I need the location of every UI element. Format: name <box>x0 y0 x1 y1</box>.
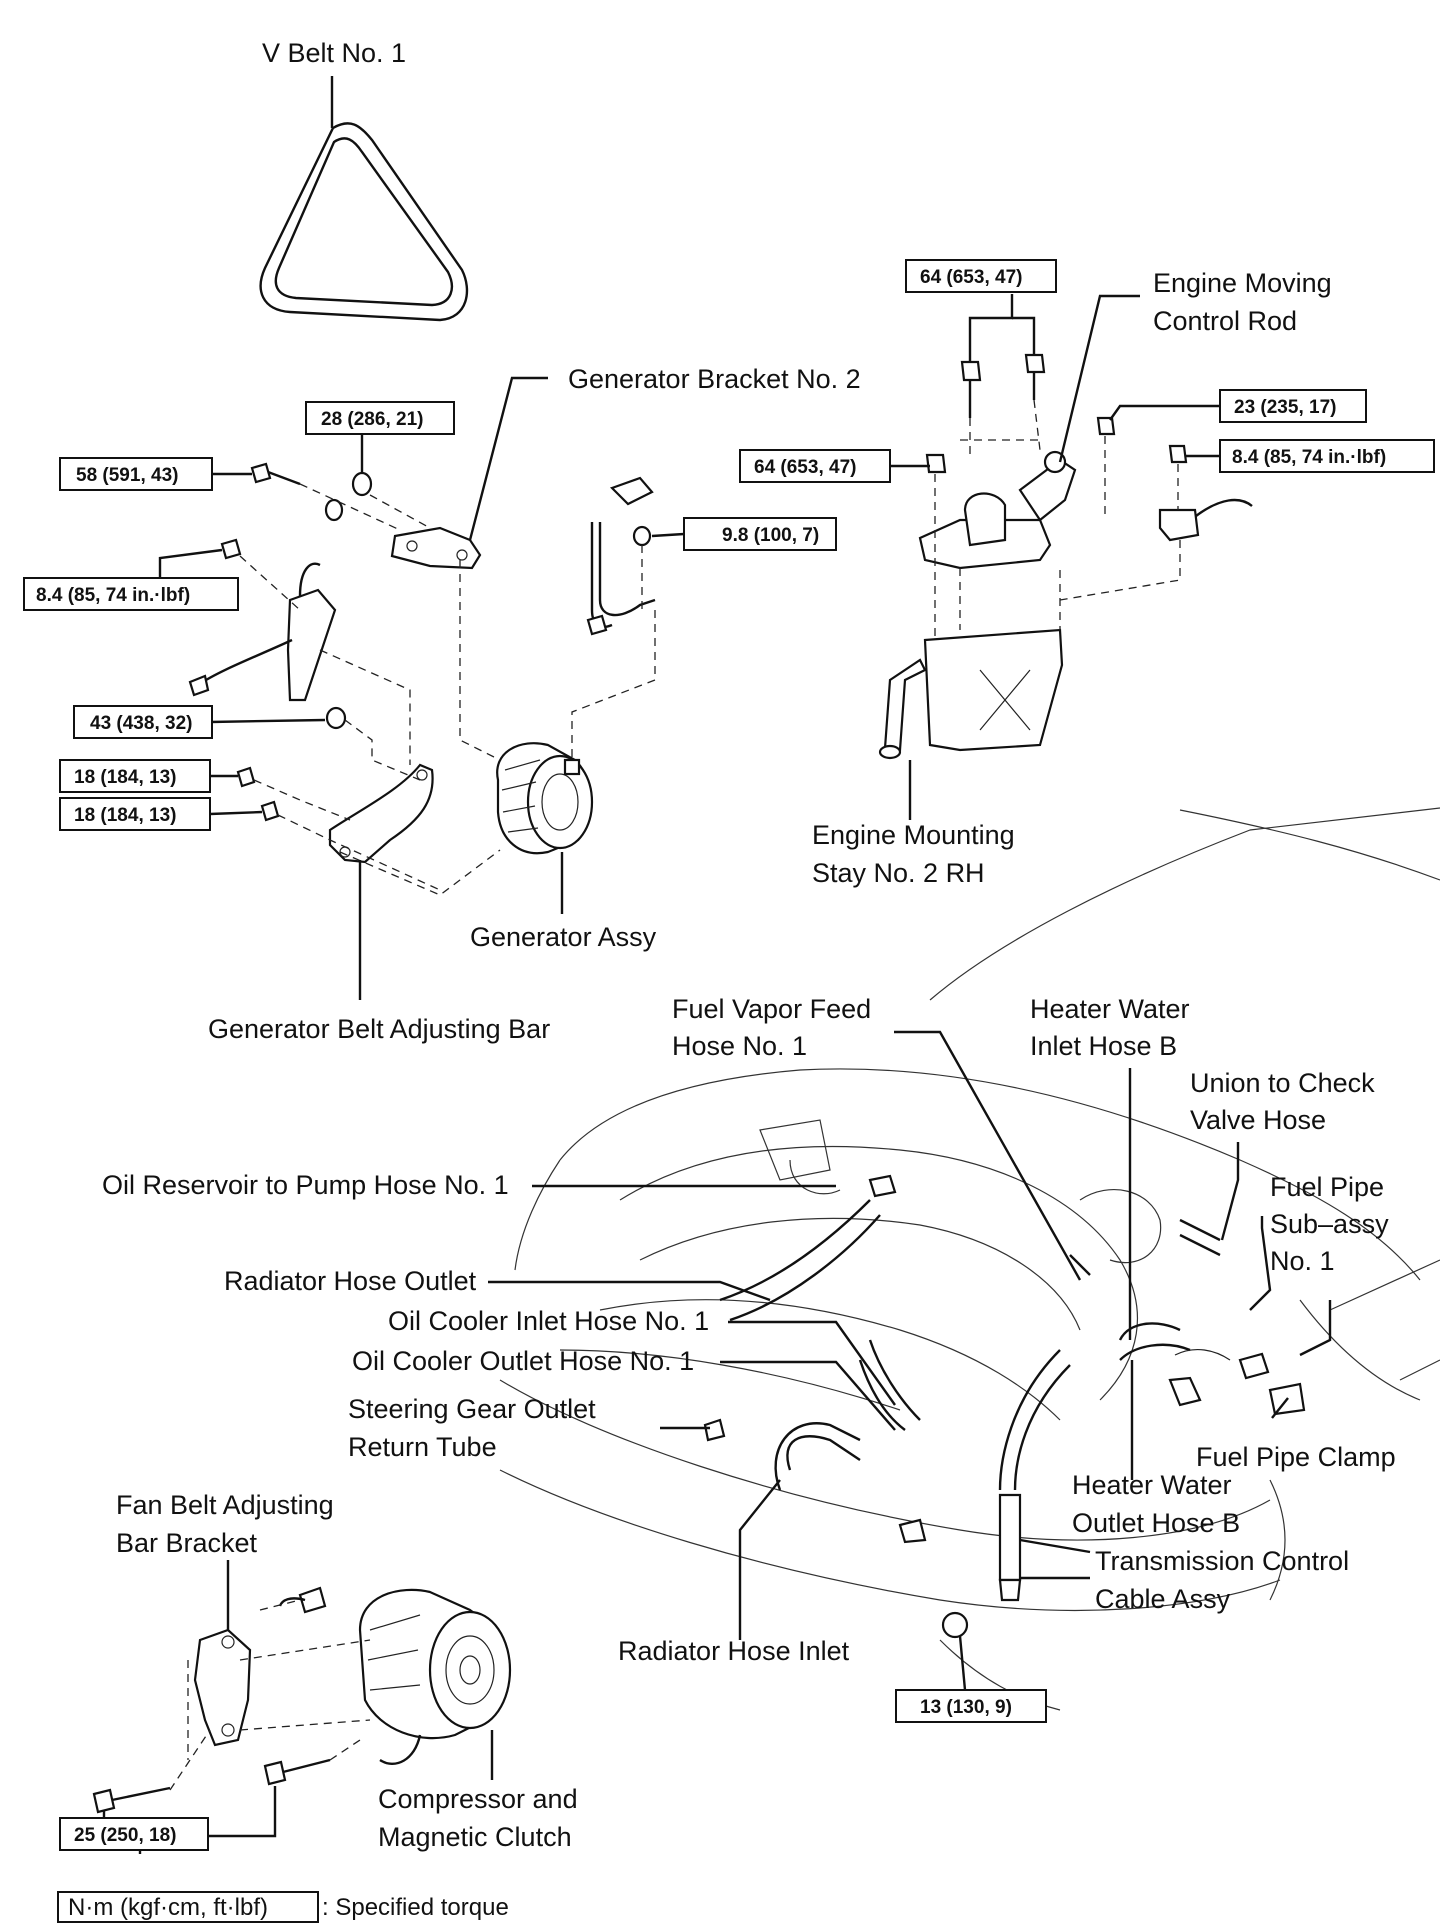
label-engine-mounting-stay-1: Engine Mounting <box>812 820 1015 850</box>
compressor-illustration <box>278 1586 512 1765</box>
engine-mounting-stay-illustration <box>878 628 1064 760</box>
label-steering-return-2: Return Tube <box>348 1432 497 1462</box>
engine-block-outline <box>559 1119 1162 1421</box>
label-fan-belt-bracket-2: Bar Bracket <box>116 1528 258 1558</box>
generator-bolts <box>220 462 652 822</box>
engine-mount-bolts <box>925 353 1188 474</box>
label-oil-cooler-inlet: Oil Cooler Inlet Hose No. 1 <box>388 1306 709 1336</box>
label-v-belt: V Belt No. 1 <box>262 38 406 68</box>
label-engine-moving-rod-2: Control Rod <box>1153 306 1297 336</box>
label-fuel-vapor-1: Fuel Vapor Feed <box>672 994 871 1024</box>
torque-box-64-left: 64 (653, 47) <box>739 449 891 483</box>
legend-unit-box-text: N·m (kgf·cm, ft·lbf) <box>68 1894 268 1921</box>
engine-mount-sensor-illustration <box>1158 498 1253 542</box>
svg-text:18 (184, 13): 18 (184, 13) <box>74 767 176 788</box>
label-heater-outlet-1: Heater Water <box>1072 1470 1232 1500</box>
engine-bay-small-parts <box>703 1174 1306 1639</box>
svg-text:8.4 (85, 74 in.·lbf): 8.4 (85, 74 in.·lbf) <box>36 585 190 606</box>
label-heater-inlet-1: Heater Water <box>1030 994 1190 1024</box>
label-heater-inlet-2: Inlet Hose B <box>1030 1031 1177 1061</box>
svg-text:64 (653, 47): 64 (653, 47) <box>920 267 1022 288</box>
engine-mount-assembly-lines <box>934 399 1181 640</box>
torque-legend: N·m (kgf·cm, ft·lbf) : Specified torque <box>57 1891 509 1923</box>
svg-text:58 (591, 43): 58 (591, 43) <box>76 465 178 486</box>
torque-box-13: 13 (130, 9) <box>895 1689 1047 1723</box>
generator-wire-bracket-illustration <box>188 562 337 702</box>
label-fuel-pipe-clamp: Fuel Pipe Clamp <box>1196 1442 1396 1472</box>
torque-box-43: 43 (438, 32) <box>73 705 213 739</box>
svg-text:28 (286, 21): 28 (286, 21) <box>321 409 423 430</box>
vehicle-body-outline <box>499 807 1440 1711</box>
torque-box-64-top: 64 (653, 47) <box>905 259 1057 293</box>
label-fan-belt-bracket-1: Fan Belt Adjusting <box>116 1490 334 1520</box>
generator-assembly-lines <box>239 483 656 896</box>
torque-box-8-4-right: 8.4 (85, 74 in.·lbf) <box>1219 439 1435 473</box>
label-radiator-inlet: Radiator Hose Inlet <box>618 1636 850 1666</box>
generator-assy-illustration <box>496 742 594 855</box>
engine-moving-control-rod-illustration <box>918 450 1077 570</box>
label-oil-reservoir: Oil Reservoir to Pump Hose No. 1 <box>102 1170 509 1200</box>
label-transmission-cable-2: Cable Assy <box>1095 1584 1231 1614</box>
label-fuel-pipe-1: Fuel Pipe <box>1270 1172 1384 1202</box>
label-transmission-cable-1: Transmission Control <box>1095 1546 1349 1576</box>
label-union-check-2: Valve Hose <box>1190 1105 1326 1135</box>
label-fuel-vapor-2: Hose No. 1 <box>672 1031 807 1061</box>
label-generator-bracket: Generator Bracket No. 2 <box>568 364 861 394</box>
torque-box-58: 58 (591, 43) <box>59 457 213 491</box>
label-heater-outlet-2: Outlet Hose B <box>1072 1508 1240 1538</box>
engine-mount-leader-lines <box>890 294 1220 820</box>
generator-bracket-illustration <box>390 526 482 570</box>
hoses-illustration <box>719 1199 1221 1491</box>
engine-bay-leader-lines <box>488 1030 1332 1691</box>
torque-box-18-a: 18 (184, 13) <box>59 759 211 793</box>
fan-belt-bracket-illustration <box>193 1628 252 1747</box>
svg-text:43 (438, 32): 43 (438, 32) <box>90 713 192 734</box>
legend-description: : Specified torque <box>322 1894 509 1921</box>
compressor-assembly-lines <box>169 1599 371 1791</box>
svg-text:64 (653, 47): 64 (653, 47) <box>754 457 856 478</box>
svg-text:8.4 (85, 74 in.·lbf): 8.4 (85, 74 in.·lbf) <box>1232 447 1386 468</box>
label-radiator-outlet: Radiator Hose Outlet <box>224 1266 477 1296</box>
label-union-check-1: Union to Check <box>1190 1068 1375 1098</box>
label-engine-moving-rod-1: Engine Moving <box>1153 268 1332 298</box>
torque-box-25: 25 (250, 18) <box>59 1817 209 1851</box>
torque-box-8-4-left: 8.4 (85, 74 in.·lbf) <box>23 577 239 611</box>
label-fuel-pipe-3: No. 1 <box>1270 1246 1335 1276</box>
compressor-bolts <box>92 1758 331 1814</box>
label-engine-mounting-stay-2: Stay No. 2 RH <box>812 858 985 888</box>
svg-text:23 (235, 17): 23 (235, 17) <box>1234 397 1336 418</box>
svg-text:25 (250, 18): 25 (250, 18) <box>74 1825 176 1846</box>
label-oil-cooler-outlet: Oil Cooler Outlet Hose No. 1 <box>352 1346 694 1376</box>
svg-text:13 (130, 9): 13 (130, 9) <box>920 1697 1012 1718</box>
label-compressor-1: Compressor and <box>378 1784 578 1814</box>
label-generator-assy: Generator Assy <box>470 922 657 952</box>
torque-box-9-8: 9.8 (100, 7) <box>683 517 837 551</box>
torque-box-28: 28 (286, 21) <box>305 401 455 435</box>
label-fuel-pipe-2: Sub–assy <box>1270 1209 1389 1239</box>
svg-text:9.8 (100, 7): 9.8 (100, 7) <box>722 525 819 546</box>
torque-box-23: 23 (235, 17) <box>1219 389 1367 423</box>
label-steering-return-1: Steering Gear Outlet <box>348 1394 596 1424</box>
generator-leader-lines <box>158 376 685 1000</box>
svg-text:18 (184, 13): 18 (184, 13) <box>74 805 176 826</box>
generator-harness-illustration <box>586 476 656 636</box>
label-compressor-2: Magnetic Clutch <box>378 1822 572 1852</box>
torque-box-18-b: 18 (184, 13) <box>59 797 211 831</box>
v-belt-illustration <box>259 122 469 322</box>
label-generator-adjusting-bar: Generator Belt Adjusting Bar <box>208 1014 550 1044</box>
